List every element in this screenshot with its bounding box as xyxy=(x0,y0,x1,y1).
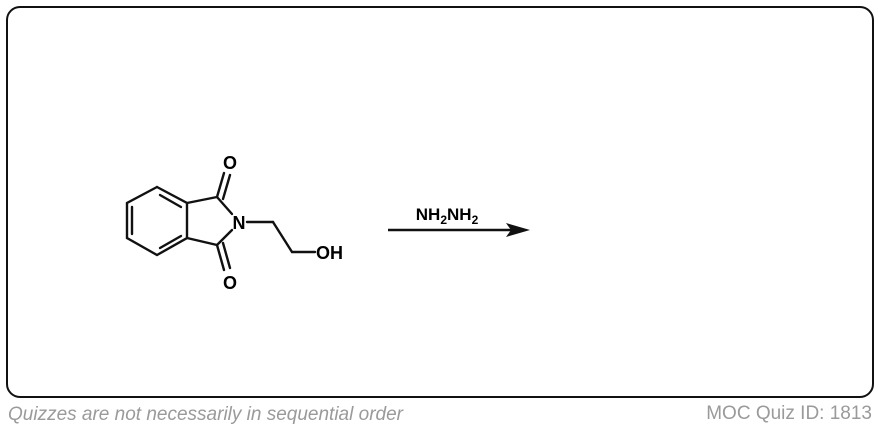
reaction-arrow xyxy=(388,223,530,237)
atom-oh: OH xyxy=(316,243,343,263)
reagent-label: NH2NH2 xyxy=(416,205,479,227)
quiz-id: MOC Quiz ID: 1813 xyxy=(706,403,872,424)
atom-n: N xyxy=(233,213,246,233)
atom-o-bottom: O xyxy=(223,273,237,293)
starting-material xyxy=(125,171,317,272)
sequence-note: Quizzes are not necessarily in sequentia… xyxy=(8,404,403,425)
atom-o-top: O xyxy=(223,153,237,173)
question-frame xyxy=(6,6,874,398)
